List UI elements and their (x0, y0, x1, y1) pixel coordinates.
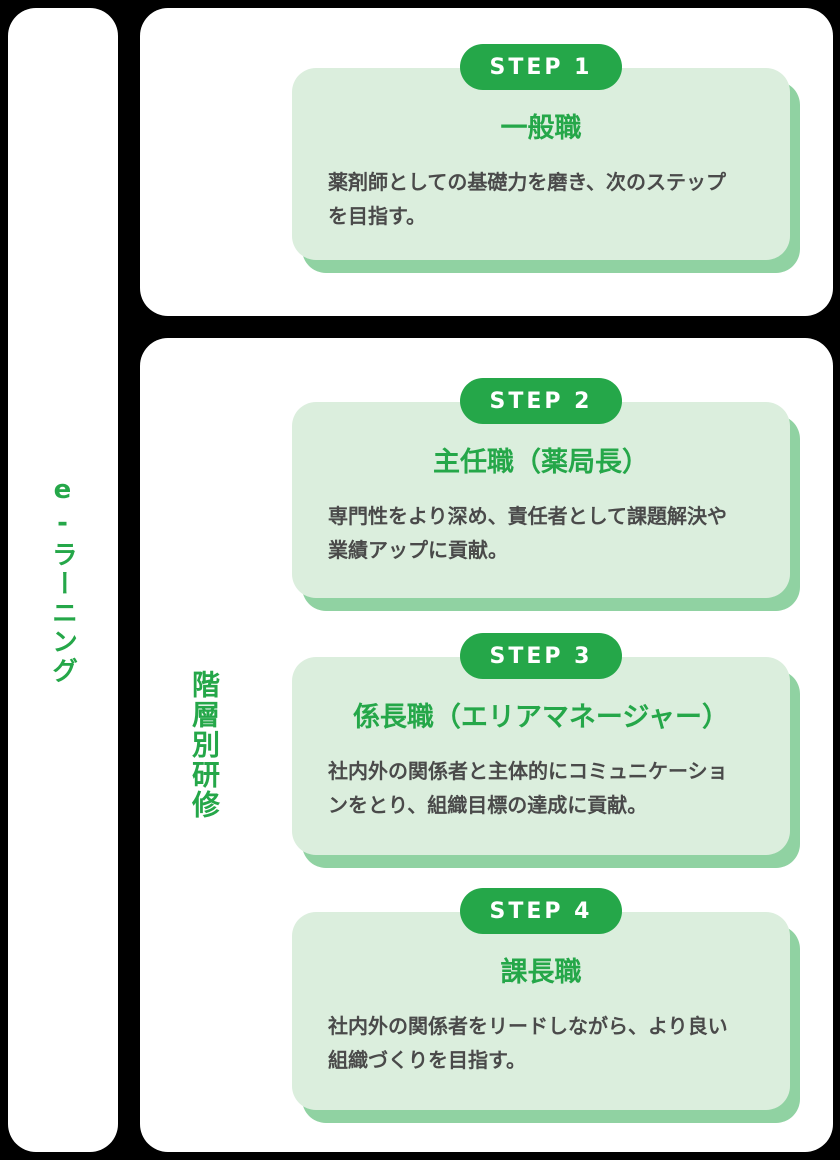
step-1-badge: STEP 1 (460, 44, 622, 90)
step-4-description: 社内外の関係者をリードしながら、より良い 組織づくりを目指す。 (328, 1013, 728, 1072)
step-2-title: 主任職（薬局長） (433, 447, 649, 478)
e-learning-rail: e-ラーニング (8, 8, 118, 1152)
step-1-title: 一般職 (500, 113, 582, 144)
step-1-description: 薬剤師としての基礎力を磨き、次のステップ を目指す。 (328, 169, 726, 228)
step-3-block: STEP 3 係長職（エリアマネージャー） 社内外の関係者と主体的にコミュニケー… (292, 633, 790, 855)
step-4-block: STEP 4 課長職 社内外の関係者をリードしながら、より良い 組織づくりを目指… (292, 888, 790, 1110)
step-2-badge: STEP 2 (460, 378, 622, 424)
step-1-card: 一般職 薬剤師としての基礎力を磨き、次のステップ を目指す。 (292, 68, 790, 260)
step-3-badge: STEP 3 (460, 633, 622, 679)
step-2-card: 主任職（薬局長） 専門性をより深め、責任者として課題解決や 業績アップに貢献。 (292, 402, 790, 598)
hierarchical-training-label: 階層別研修 (188, 670, 221, 820)
step-4-badge: STEP 4 (460, 888, 622, 934)
step-3-title: 係長職（エリアマネージャー） (352, 702, 730, 733)
step-3-description: 社内外の関係者と主体的にコミュニケーショ ンをとり、組織目標の達成に貢献。 (328, 758, 728, 817)
step-2-description: 専門性をより深め、責任者として課題解決や 業績アップに貢献。 (328, 503, 727, 562)
step-2-block: STEP 2 主任職（薬局長） 専門性をより深め、責任者として課題解決や 業績ア… (292, 378, 790, 598)
e-learning-label: e-ラーニング (47, 474, 78, 686)
step-4-title: 課長職 (500, 957, 582, 988)
step-1-block: STEP 1 一般職 薬剤師としての基礎力を磨き、次のステップ を目指す。 (292, 44, 790, 260)
step-4-card: 課長職 社内外の関係者をリードしながら、より良い 組織づくりを目指す。 (292, 912, 790, 1110)
step-3-card: 係長職（エリアマネージャー） 社内外の関係者と主体的にコミュニケーショ ンをとり… (292, 657, 790, 855)
